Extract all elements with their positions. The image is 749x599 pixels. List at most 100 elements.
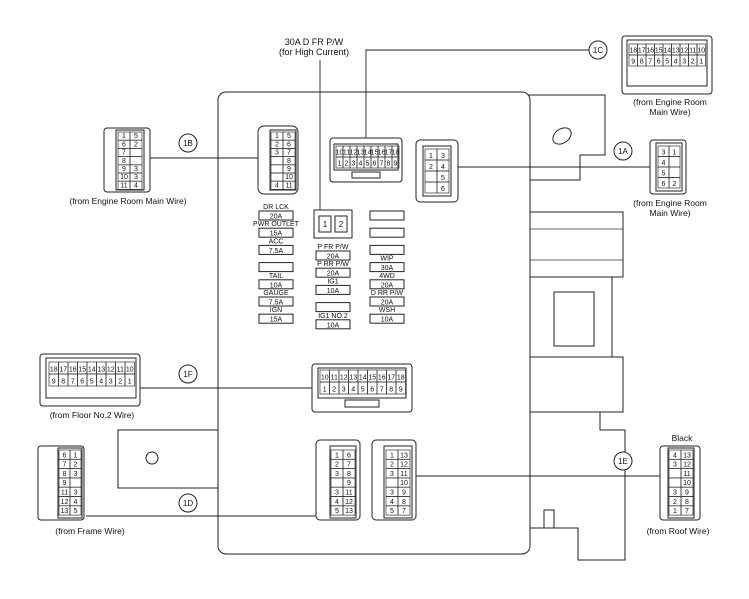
c1d-ext-pin: 9 (63, 480, 67, 487)
c1e-ext-pin: 2 (673, 499, 677, 506)
fuse-slot (258, 244, 294, 255)
c1e-board-cell (397, 505, 411, 516)
callout-1b: 1B (183, 139, 193, 148)
fuse-name: TAIL (269, 273, 283, 280)
fuse-name: GAUGE (263, 290, 289, 297)
c1b-ext-pin: 3 (134, 174, 138, 181)
fuse-slot (369, 279, 405, 290)
c1b-ext-pin: 7 (122, 150, 126, 157)
c1c-ext-pin: 4 (674, 59, 678, 66)
c1f-board-pin: 16 (378, 375, 386, 382)
c1d-board-pin: 11 (345, 490, 352, 497)
fuse-name: IG1 (327, 278, 338, 285)
c1f-ext-pin: 3 (109, 379, 113, 386)
c1b-board-pin: 2 (275, 141, 279, 148)
c1e-ext-pin: 8 (685, 499, 689, 506)
c1d-board-pin: 12 (345, 499, 353, 506)
c1a-board-pin: 1 (429, 153, 433, 160)
c1f-ext-pin: 6 (80, 379, 84, 386)
caption-1f: (from Floor No.2 Wire) (50, 410, 135, 420)
fuse-slot (369, 296, 405, 307)
c1c-board-pin: 1 (338, 161, 342, 168)
c1c-board-pin: 15 (371, 150, 379, 157)
c1d-board-pin: 6 (347, 452, 351, 459)
c1c-ext-pin: 11 (689, 48, 696, 55)
c1e-ext-pin: 4 (673, 452, 677, 459)
relay-pin-1: 1 (323, 220, 328, 229)
c1c-ext-cell (696, 54, 706, 67)
c1a-board-pin: 4 (441, 164, 445, 171)
fuse-amp: 10A (381, 317, 394, 324)
fuse-slot (315, 284, 351, 295)
c1b-ext-pin: 11 (120, 182, 127, 189)
c1e-ext-pin: 3 (673, 462, 677, 469)
c1f-board-pin: 2 (332, 387, 336, 394)
c1c-board-pin: 4 (359, 161, 363, 168)
c1e-board-pin: 2 (390, 462, 394, 469)
fuse-slot (315, 302, 351, 313)
c1e-board-pin: 3 (390, 490, 394, 497)
c1e-board-pin: 5 (390, 508, 394, 515)
c1b-board-pin: 4 (275, 182, 279, 189)
c1c-board-pin: 14 (364, 150, 372, 157)
top-label-line2: (for High Current) (279, 47, 349, 57)
fuse-slot (315, 250, 351, 261)
c1c-ext-pin: 5 (665, 59, 669, 66)
c1f-board-pin: 13 (349, 375, 357, 382)
c1c-ext-pin: 3 (682, 59, 686, 66)
c1f-ext-pin: 15 (78, 367, 86, 374)
c1d-board-pin: 8 (347, 471, 351, 478)
fuse-name: PWR OUTLET (253, 221, 300, 228)
c1b-board-pin: 3 (275, 150, 279, 157)
c1f-ext-pin: 17 (59, 367, 67, 374)
c1e-ext-pin: 7 (685, 508, 689, 515)
fuse-slot (315, 267, 351, 278)
c1d-ext-cell (69, 505, 82, 516)
fuse-amp: 10A (327, 322, 340, 329)
c1b-board-pin: 6 (287, 141, 291, 148)
c1a-board-pin: 3 (441, 153, 445, 160)
c1f-board-pin: 15 (368, 375, 376, 382)
c1c-board-pin: 12 (350, 150, 358, 157)
c1f-board-pin: 14 (359, 375, 367, 382)
caption-1e: (from Roof Wire) (647, 526, 710, 536)
c1b-ext-cell (129, 180, 143, 190)
c1b-ext-pin: 4 (134, 182, 138, 189)
c1e-board-pin: 13 (400, 452, 408, 459)
c1c-ext-pin: 1 (699, 59, 703, 66)
c1f-board-pin: 11 (331, 375, 338, 382)
fuse-slot (369, 227, 405, 238)
fuse-amp: 20A (327, 254, 340, 261)
fuse-name: 4WD (379, 273, 395, 280)
fuse-name: WIP (380, 256, 394, 263)
c1d-board-pin: 4 (335, 499, 339, 506)
c1f-ext-pin: 18 (50, 367, 58, 374)
c1a-ext-pin: 3 (662, 150, 666, 157)
c1d-board-pin: 9 (347, 480, 351, 487)
fuse-name: P RR P/W (317, 261, 349, 268)
c1b-board-pin: 8 (287, 158, 291, 165)
c1c-board-pin: 13 (357, 150, 365, 157)
c1c-board-pin: 18 (392, 150, 400, 157)
c1d-ext-pin: 3 (74, 471, 78, 478)
c1d-ext-pin: 3 (74, 490, 78, 497)
c1d-ext-pin: 12 (61, 499, 69, 506)
c1a-board-cell (436, 181, 450, 194)
c1c-ext-pin: 13 (672, 48, 680, 55)
c1c-ext-pin: 8 (640, 59, 644, 66)
fuse-name: DR LCK (263, 204, 289, 211)
caption-1a-line2: Main Wire) (649, 208, 690, 218)
c1f-board-pin: 9 (399, 387, 403, 394)
c1c-ext-pin: 18 (629, 48, 637, 55)
c1f-ext-pin: 1 (128, 379, 132, 386)
c1f-board-cell (395, 381, 406, 395)
c1e-board-pin: 11 (400, 471, 407, 478)
c1e-ext-pin: 1 (673, 508, 677, 515)
c1f-board-pin: 8 (389, 387, 393, 394)
fuse-slot (369, 262, 405, 273)
c1f-ext-pin: 14 (88, 367, 96, 374)
c1f-board-pin: 6 (370, 387, 374, 394)
